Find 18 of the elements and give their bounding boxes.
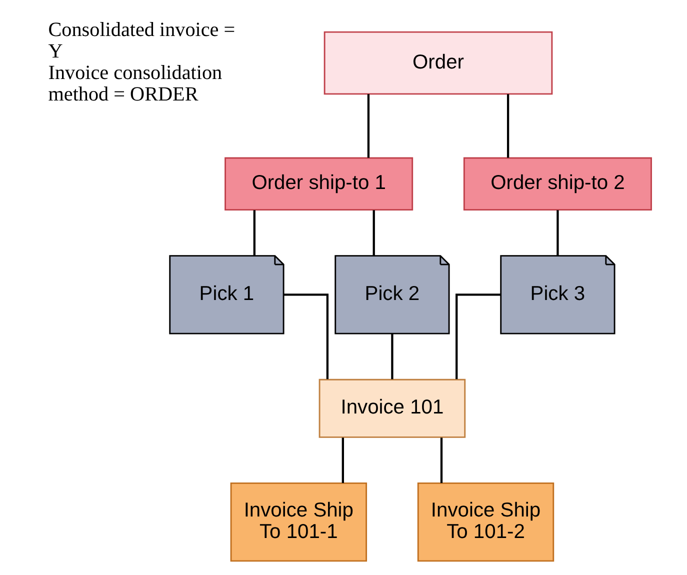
node-box: Invoice Ship To 101-2	[416, 482, 554, 562]
label: Consolidated invoice = Y	[48, 18, 235, 63]
node-box: Order	[323, 31, 552, 95]
connector	[252, 210, 255, 256]
connector	[390, 334, 393, 380]
connector	[455, 294, 500, 380]
node-box: Invoice 101	[318, 378, 466, 438]
connector	[283, 294, 328, 380]
connector	[341, 438, 344, 484]
connector	[366, 94, 370, 158]
connector	[556, 210, 558, 256]
node-box: Order ship-to 2	[462, 157, 652, 210]
node-box: Order ship-to 1	[224, 157, 413, 210]
connector	[372, 210, 374, 256]
node-box: Invoice Ship To 101-1	[230, 482, 367, 562]
connector	[506, 94, 509, 158]
connector	[440, 438, 442, 484]
label: Invoice consolidation method = ORDER	[48, 62, 222, 106]
